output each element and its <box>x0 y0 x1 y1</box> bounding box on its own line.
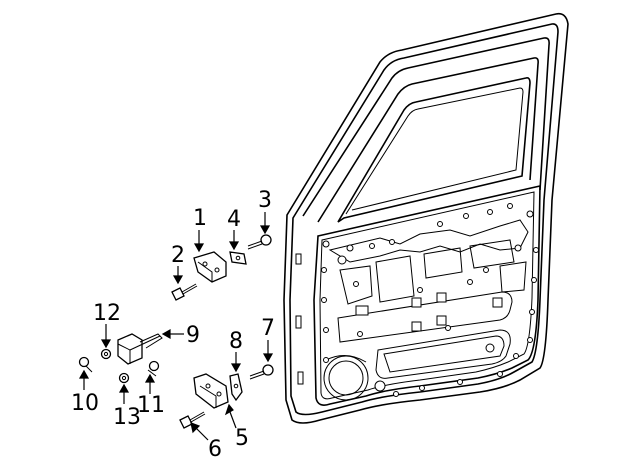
callout-5: 5 <box>235 426 249 451</box>
callout-7: 7 <box>261 316 275 341</box>
bolt-3 <box>247 234 272 250</box>
hinge-bolt <box>171 283 198 301</box>
callout-10: 10 <box>71 391 99 416</box>
washer-12 <box>100 348 112 360</box>
hinge-shim <box>229 251 247 265</box>
upper-hinge <box>193 251 227 283</box>
callout-3: 3 <box>258 188 272 213</box>
washer-13 <box>118 372 130 384</box>
door-check <box>117 333 163 365</box>
leader-lines <box>78 212 274 441</box>
lower-bracket <box>229 373 243 402</box>
callout-1: 1 <box>193 206 207 231</box>
callout-13: 13 <box>113 405 141 430</box>
door-shell <box>283 12 569 424</box>
bolt-7 <box>249 364 274 380</box>
lower-hinge <box>193 373 229 409</box>
callout-9: 9 <box>186 323 200 348</box>
callout-12: 12 <box>93 301 121 326</box>
callout-8: 8 <box>229 329 243 354</box>
stud-11 <box>147 360 160 377</box>
callout-11: 11 <box>137 393 165 418</box>
callout-2: 2 <box>171 243 185 268</box>
bolt-10 <box>78 356 93 373</box>
callout-labels: 1 2 3 4 5 6 7 8 9 10 11 12 13 <box>71 188 275 462</box>
callout-4: 4 <box>227 207 241 232</box>
callout-6: 6 <box>208 437 222 462</box>
